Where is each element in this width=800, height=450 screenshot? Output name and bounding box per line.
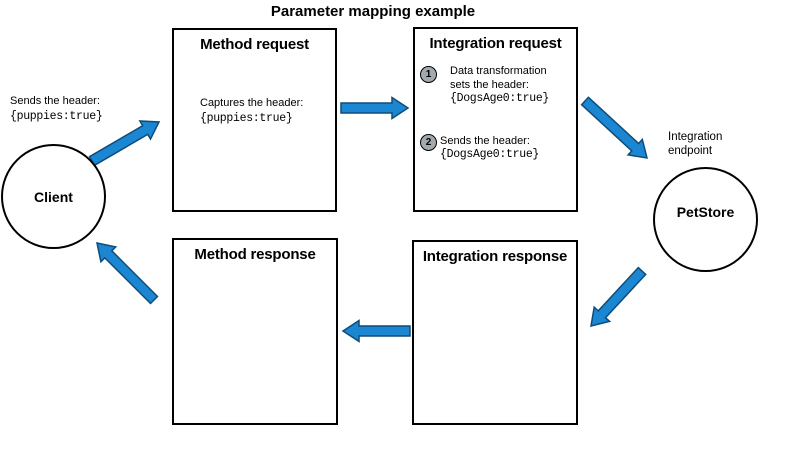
client-annotation: Sends the header: {puppies:true} [10,94,103,124]
diagram-title: Parameter mapping example [270,3,476,20]
method-request-box: Method request Captures the header: {pup… [172,28,337,212]
integration-request-title: Integration request [429,35,562,52]
arrow-endpoint-to-integration-response [590,266,647,328]
method-request-body-text: Captures the header: [200,97,304,109]
client-label: Client [34,188,73,205]
client-annotation-text: Sends the header: [10,95,100,107]
petstore-label: PetStore [676,203,735,220]
arrow-integration-response-to-method-response [341,319,411,343]
arrow-client-to-method-request [88,120,161,167]
integration-request-box: Integration request 1 Data transformatio… [413,27,578,212]
step-2-text: Sends the header: {DogsAge0:true} [440,134,539,162]
client-annotation-code: {puppies:true} [10,110,103,123]
integration-response-box: Integration response [412,240,578,425]
step-1-line-1: Data transformation [450,65,547,77]
method-response-box: Method response [172,238,338,425]
method-request-body: Captures the header: {puppies:true} [200,96,303,126]
arrow-method-response-to-client [96,242,159,305]
integration-endpoint-label-line2: endpoint [668,145,713,157]
method-request-body-code: {puppies:true} [200,112,293,125]
step-1-text: Data transformation sets the header: {Do… [450,64,549,106]
step-2-code: {DogsAge0:true} [440,148,540,161]
method-response-title: Method response [194,246,316,263]
integration-response-title: Integration response [422,248,568,265]
method-request-title: Method request [200,36,309,53]
step-1-line-2: sets the header: [450,79,529,91]
step-2-line-1: Sends the header: [440,135,530,147]
arrow-method-request-to-integration-request [340,96,410,120]
petstore-endpoint-node: PetStore [653,167,758,272]
client-node: Client [1,144,106,249]
step-1-code: {DogsAge0:true} [450,92,550,105]
step-1-number-badge: 1 [420,66,437,83]
integration-endpoint-label-line1: Integration [668,131,723,143]
integration-endpoint-label: Integration endpoint [668,130,722,158]
arrow-integration-request-to-endpoint [580,96,649,159]
step-2-number-badge: 2 [420,134,437,151]
